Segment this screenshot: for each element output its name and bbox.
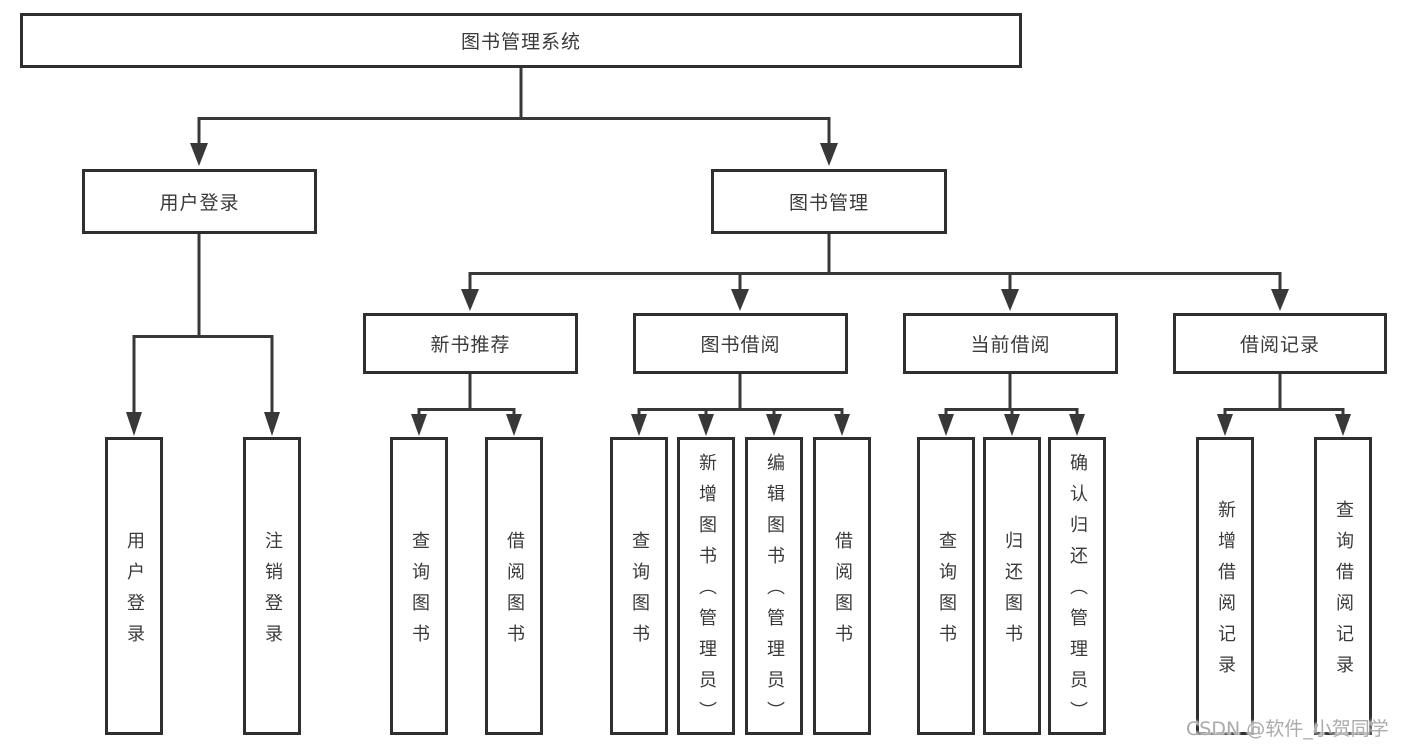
leaf-query-borrow-record: 查询借阅记录 — [1314, 437, 1372, 735]
node-user-login: 用户登录 — [82, 169, 317, 234]
leaf-borrow-books-1-label: 借阅图书 — [504, 530, 525, 655]
leaf-user-login: 用户登录 — [105, 437, 163, 735]
leaf-user-login-label: 用户登录 — [124, 530, 145, 655]
node-book-management: 图书管理 — [711, 169, 947, 234]
leaf-borrow-books-2-label: 借阅图书 — [832, 530, 853, 655]
node-root: 图书管理系统 — [20, 13, 1022, 68]
leaf-borrow-books-1: 借阅图书 — [485, 437, 543, 735]
leaf-query-books-3: 查询图书 — [917, 437, 975, 735]
node-current-borrow-label: 当前借阅 — [970, 334, 1051, 356]
leaf-borrow-books-2: 借阅图书 — [813, 437, 871, 735]
leaf-query-books-1: 查询图书 — [390, 437, 448, 735]
leaf-add-book-admin-label: 新增图书（管理员） — [696, 453, 717, 732]
node-borrow-records-label: 借阅记录 — [1239, 334, 1320, 356]
leaf-return-books-label: 归还图书 — [1002, 530, 1023, 655]
leaf-logout-label: 注销登录 — [262, 530, 283, 655]
leaf-confirm-return-admin-label: 确认归还（管理员） — [1067, 453, 1088, 732]
node-borrow-records: 借阅记录 — [1173, 313, 1387, 374]
node-book-borrow: 图书借阅 — [633, 313, 848, 374]
leaf-query-books-2-label: 查询图书 — [629, 530, 650, 655]
leaf-edit-book-admin: 编辑图书（管理员） — [745, 437, 803, 735]
node-root-label: 图书管理系统 — [460, 31, 581, 53]
leaf-confirm-return-admin: 确认归还（管理员） — [1048, 437, 1106, 735]
node-user-login-label: 用户登录 — [159, 192, 240, 214]
csdn-watermark: CSDN @软件_小贺同学 — [1186, 718, 1389, 740]
node-book-borrow-label: 图书借阅 — [700, 334, 781, 356]
leaf-query-books-1-label: 查询图书 — [409, 530, 430, 655]
leaf-add-borrow-record: 新增借阅记录 — [1196, 437, 1254, 735]
node-new-book-recommend: 新书推荐 — [363, 313, 578, 374]
leaf-query-books-2: 查询图书 — [610, 437, 668, 735]
node-new-book-recommend-label: 新书推荐 — [430, 334, 511, 356]
leaf-edit-book-admin-label: 编辑图书（管理员） — [764, 453, 785, 732]
leaf-logout: 注销登录 — [243, 437, 301, 735]
leaf-query-borrow-record-label: 查询借阅记录 — [1333, 499, 1354, 686]
leaf-add-book-admin: 新增图书（管理员） — [677, 437, 735, 735]
node-current-borrow: 当前借阅 — [903, 313, 1118, 374]
leaf-add-borrow-record-label: 新增借阅记录 — [1215, 499, 1236, 686]
leaf-return-books: 归还图书 — [983, 437, 1041, 735]
node-book-management-label: 图书管理 — [788, 192, 869, 214]
leaf-query-books-3-label: 查询图书 — [936, 530, 957, 655]
